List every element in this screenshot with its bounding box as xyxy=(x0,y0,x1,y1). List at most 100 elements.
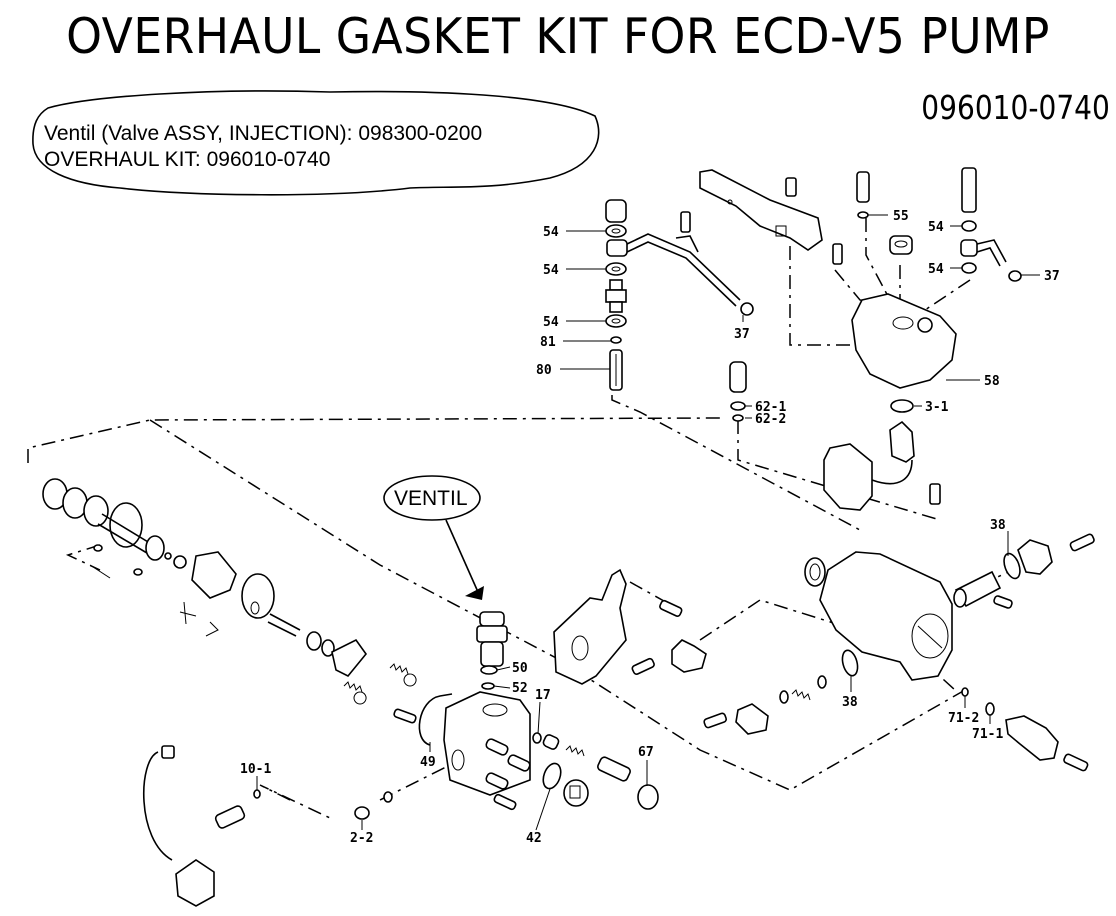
part-nut xyxy=(889,235,913,255)
ventil-part-number: Ventil (Valve ASSY, INJECTION): 098300-0… xyxy=(44,122,483,145)
leader-50 xyxy=(496,666,511,671)
part-washer-54c xyxy=(605,314,627,328)
part-label-2-2: 2-2 xyxy=(350,831,373,846)
part-bolt-top2 xyxy=(832,243,843,265)
part-cover xyxy=(735,703,769,735)
part-solenoid xyxy=(143,745,246,907)
part-label-54: 54 xyxy=(543,225,559,240)
part-bolt-center1 xyxy=(659,599,683,617)
leader-42 xyxy=(535,788,551,831)
part-label-62-2: 62-2 xyxy=(755,412,786,427)
part-bolt-small xyxy=(675,211,699,253)
part-washer-54e xyxy=(961,262,977,274)
page-title: OVERHAUL GASKET KIT FOR ECD-V5 PUMP xyxy=(66,8,1050,65)
part-filter-80 xyxy=(609,349,623,391)
part-oring-38b xyxy=(841,649,859,677)
part-clamp xyxy=(671,639,707,673)
part-label-67: 67 xyxy=(638,745,654,760)
part-label-17: 17 xyxy=(535,688,551,703)
part-label-54: 54 xyxy=(543,315,559,330)
part-pump-body xyxy=(418,691,531,811)
part-cap xyxy=(563,779,589,807)
part-bolt-center2 xyxy=(631,657,655,675)
part-label-71-1: 71-1 xyxy=(972,727,1003,742)
part-sensor xyxy=(1005,715,1059,761)
part-label-81: 81 xyxy=(540,335,556,350)
arrow-head-icon xyxy=(465,586,484,600)
part-pin-right xyxy=(993,595,1013,609)
part-banjo-fitting xyxy=(606,233,754,316)
part-banjo-right xyxy=(960,239,1022,282)
part-oring-81 xyxy=(610,336,622,344)
part-bolt xyxy=(605,279,627,313)
part-label-50: 50 xyxy=(512,661,528,676)
part-sleeve-2-2 xyxy=(354,806,370,820)
part-oring-71-1 xyxy=(985,702,995,716)
part-gasket-50 xyxy=(480,665,498,675)
part-spring xyxy=(565,745,585,757)
part-label-37: 37 xyxy=(1044,269,1060,284)
part-nozzle-62 xyxy=(729,361,747,393)
kit-number: 096010-0740 xyxy=(921,88,1110,127)
part-bolt-right xyxy=(1069,533,1095,552)
part-label-3-1: 3-1 xyxy=(925,400,949,415)
part-bolt-top1 xyxy=(785,177,797,197)
part-screw xyxy=(597,756,631,782)
part-bolt-long xyxy=(961,167,977,213)
part-fitting-55 xyxy=(856,171,870,203)
part-label-54: 54 xyxy=(928,220,944,235)
info-box: Ventil (Valve ASSY, INJECTION): 098300-0… xyxy=(30,88,600,198)
part-oring-3-1 xyxy=(890,399,914,413)
part-washer-54d xyxy=(961,220,977,232)
part-oring-55 xyxy=(857,211,869,219)
ventil-callout-label: VENTIL xyxy=(394,487,468,510)
part-spring-washers xyxy=(779,675,827,704)
info-box-outline xyxy=(32,90,600,196)
part-label-37: 37 xyxy=(734,327,750,342)
part-oring-62-1 xyxy=(730,401,746,411)
label-leaders xyxy=(560,230,744,370)
part-label-71-2: 71-2 xyxy=(948,711,979,726)
part-sleeve-right xyxy=(953,570,1002,608)
part-oring-17 xyxy=(532,732,542,744)
part-label-38: 38 xyxy=(990,518,1006,533)
part-label-49: 49 xyxy=(420,755,436,770)
part-label-55: 55 xyxy=(893,209,909,224)
part-housing xyxy=(804,551,953,681)
label-leaders-top-right xyxy=(745,214,1040,419)
part-cap-nut xyxy=(605,199,627,223)
part-bolt-center3 xyxy=(703,712,728,729)
part-oring-71-2 xyxy=(961,687,969,697)
part-oring-10-1 xyxy=(253,789,261,799)
part-washer-54b xyxy=(605,262,627,276)
part-plug xyxy=(542,734,560,750)
part-mounting-plate xyxy=(553,568,627,685)
part-label-54: 54 xyxy=(543,263,559,278)
part-label-58: 58 xyxy=(984,374,1000,389)
part-oring-62-2 xyxy=(732,414,744,422)
part-bolt-sensor xyxy=(1063,753,1089,772)
part-label-42: 42 xyxy=(526,831,542,846)
part-knob-67 xyxy=(637,784,659,810)
part-oring-42 xyxy=(542,762,562,790)
leader-52 xyxy=(493,685,511,689)
part-label-80: 80 xyxy=(536,363,552,378)
part-bracket-arm xyxy=(699,169,823,251)
part-label-62-1: 62-1 xyxy=(755,400,786,415)
part-label-10-1: 10-1 xyxy=(240,762,271,777)
part-injection-valve[interactable] xyxy=(476,611,508,667)
part-label-54: 54 xyxy=(928,262,944,277)
part-drive-shaft-assembly xyxy=(42,478,417,724)
leader-17 xyxy=(537,701,541,735)
part-washer-52 xyxy=(481,682,495,690)
part-washer-small xyxy=(383,791,393,803)
part-label-38: 38 xyxy=(842,695,858,710)
ventil-callout[interactable]: VENTIL xyxy=(383,475,484,600)
part-head-58 xyxy=(851,293,957,389)
overhaul-kit-number: OVERHAUL KIT: 096010-0740 xyxy=(44,148,331,171)
part-cap-right xyxy=(1017,539,1053,575)
part-actuator xyxy=(823,420,941,511)
part-label-52: 52 xyxy=(512,681,528,696)
part-washer-54a xyxy=(605,224,627,238)
